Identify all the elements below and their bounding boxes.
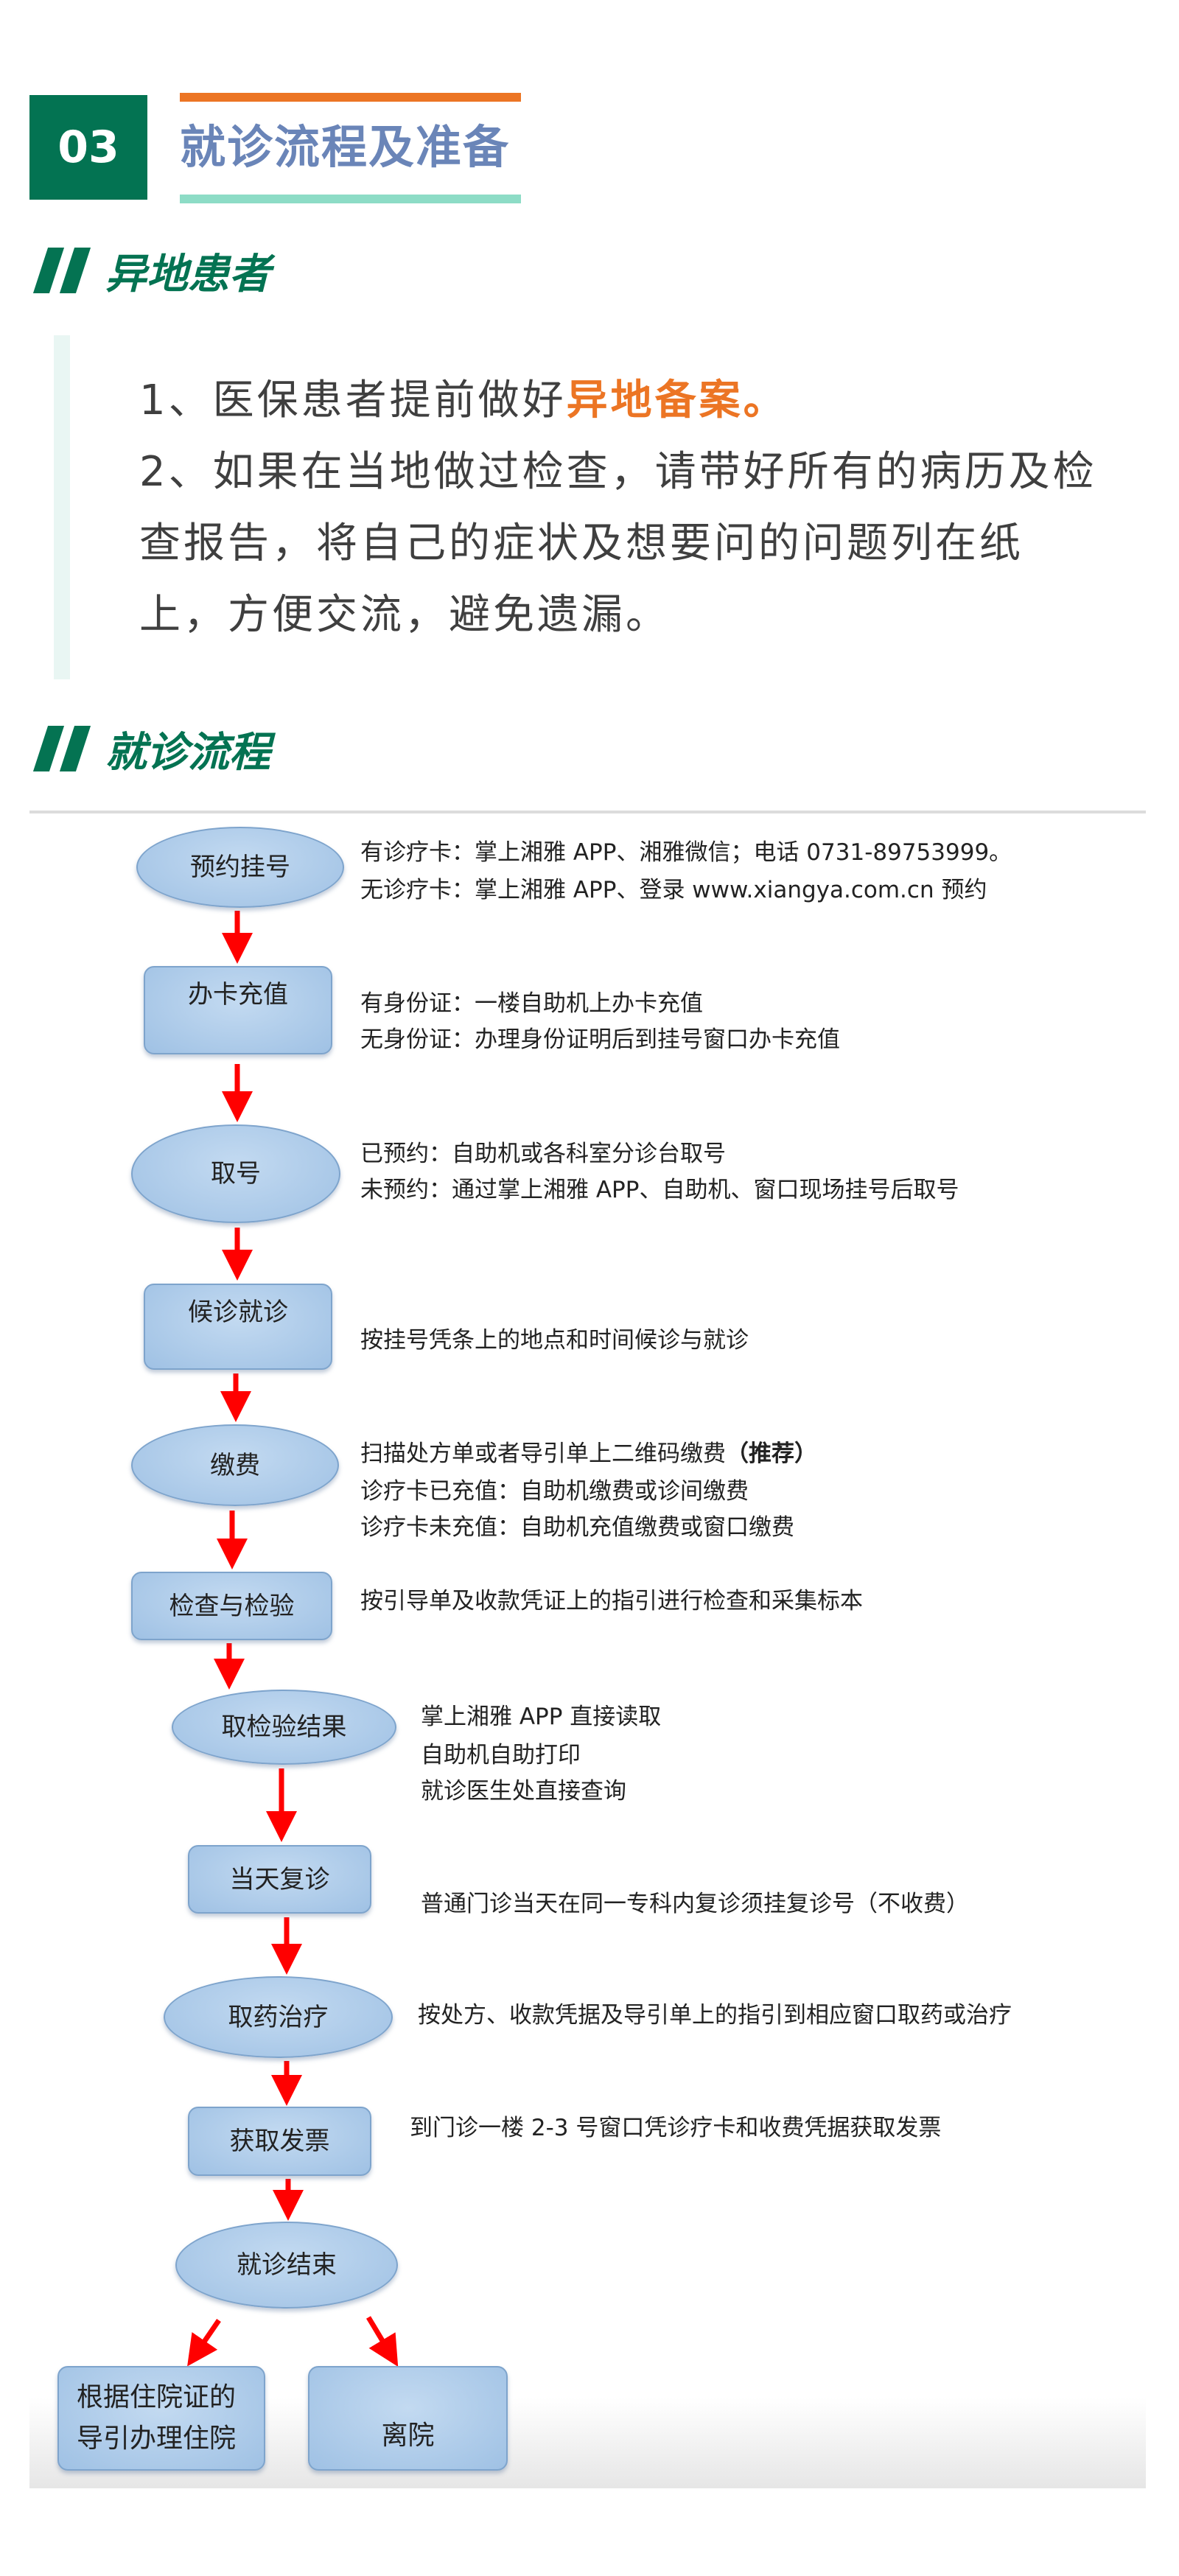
step-note: 无诊疗卡：掌上湘雅 APP、登录 www.xiangya.com.cn 预约 (360, 877, 987, 903)
step-note: 扫描处方单或者导引单上二维码缴费（推荐） (360, 1435, 817, 1472)
double-slash-icon (32, 726, 91, 771)
step-note: 按挂号凭条上的地点和时间候诊与就诊 (360, 1327, 749, 1354)
step-note: 掌上湘雅 APP 直接读取 (421, 1704, 662, 1730)
step-wait-consult: 候诊就诊 (144, 1284, 332, 1370)
section-number-badge: 03 (29, 95, 147, 200)
step-payment: 缴费 (131, 1424, 339, 1506)
step-note: 有诊疗卡：掌上湘雅 APP、湘雅微信；电话 0731-89753999。 (360, 839, 1012, 866)
subheading-visit-process: 就诊流程 (32, 719, 270, 778)
recommend-tag: （推荐） (726, 1441, 817, 1467)
step-exam-test: 检查与检验 (131, 1572, 332, 1640)
step-label: 预约挂号 (190, 853, 290, 882)
step-note: 就诊医生处直接查询 (421, 1778, 626, 1805)
step-note: 自助机自助打印 (421, 1742, 581, 1768)
step-label: 取检验结果 (221, 1712, 347, 1742)
teal-accent-bar (180, 195, 521, 203)
step-note: 无身份证：办理身份证明后到挂号窗口办卡充值 (360, 1026, 840, 1053)
step-label: 取号 (211, 1159, 261, 1189)
subheading-text: 异地患者 (105, 250, 270, 298)
remote-patient-tips: 1、医保患者提前做好异地备案。 2、如果在当地做过检查，请带好所有的病历及检查报… (139, 365, 1097, 651)
step-note: 按处方、收款凭据及导引单上的指引到相应窗口取药或治疗 (418, 2002, 1012, 2029)
subheading-remote-patients: 异地患者 (32, 241, 270, 300)
step-note: 有身份证：一楼自助机上办卡充值 (360, 990, 703, 1017)
double-slash-icon (32, 248, 91, 293)
step-note: 到门诊一楼 2-3 号窗口凭诊疗卡和收费凭据获取发票 (410, 2115, 942, 2141)
step-note: 按引导单及收款凭证上的指引进行检查和采集标本 (360, 1588, 863, 1614)
step-hospitalization: 根据住院证的 导引办理住院 (57, 2366, 265, 2471)
step-note: 普通门诊当天在同一专科内复诊须挂复诊号（不收费） (421, 1891, 969, 1917)
step-label: 缴费 (210, 1450, 260, 1480)
step-visit-end: 就诊结束 (175, 2222, 398, 2309)
arrow (187, 2319, 221, 2367)
step-same-day-revisit: 当天复诊 (188, 1845, 371, 1914)
step-appointment: 预约挂号 (136, 827, 344, 908)
section-number: 03 (57, 122, 119, 173)
note-text: 扫描处方单或者导引单上二维码缴费 (360, 1441, 726, 1467)
step-label: 根据住院证的 (77, 2382, 237, 2412)
step-label: 检查与检验 (169, 1591, 295, 1621)
orange-accent-bar (180, 93, 521, 102)
step-label: 就诊结束 (237, 2250, 337, 2280)
flowchart: 预约挂号 有诊疗卡：掌上湘雅 APP、湘雅微信；电话 0731-89753999… (29, 811, 1146, 2488)
step-note: 未预约：通过掌上湘雅 APP、自助机、窗口现场挂号后取号 (360, 1177, 959, 1203)
step-card-recharge: 办卡充值 (144, 966, 332, 1054)
step-label: 办卡充值 (188, 980, 288, 1009)
tip-2: 2、如果在当地做过检查，请带好所有的病历及检查报告，将自己的症状及想要问的问题列… (139, 448, 1097, 639)
quote-bar (54, 335, 70, 679)
step-label: 导引办理住院 (77, 2423, 237, 2454)
step-label: 取药治疗 (228, 2002, 329, 2032)
subheading-text: 就诊流程 (105, 728, 270, 777)
step-note: 诊疗卡未充值：自助机充值缴费或窗口缴费 (360, 1514, 794, 1541)
step-medicine-treatment: 取药治疗 (164, 1976, 393, 2058)
step-get-results: 取检验结果 (172, 1690, 396, 1765)
step-get-invoice: 获取发票 (188, 2107, 371, 2176)
tip-1-text: 1、医保患者提前做好 (139, 377, 567, 424)
flow-arrows (187, 911, 399, 2367)
step-label: 离院 (381, 2421, 435, 2451)
page-title: 就诊流程及准备 (180, 120, 511, 174)
step-label: 候诊就诊 (188, 1298, 288, 1327)
step-note: 诊疗卡已充值：自助机缴费或诊间缴费 (360, 1478, 749, 1505)
step-label: 当天复诊 (229, 1864, 330, 1894)
step-label: 获取发票 (229, 2127, 330, 2156)
tip-1: 1、医保患者提前做好异地备案。 (139, 365, 1097, 436)
arrow (365, 2316, 399, 2367)
step-get-number: 取号 (131, 1124, 340, 1223)
step-leave-hospital: 离院 (308, 2366, 508, 2471)
tip-1-highlight: 异地备案。 (566, 377, 788, 424)
step-note: 已预约：自助机或各科室分诊台取号 (360, 1141, 726, 1167)
